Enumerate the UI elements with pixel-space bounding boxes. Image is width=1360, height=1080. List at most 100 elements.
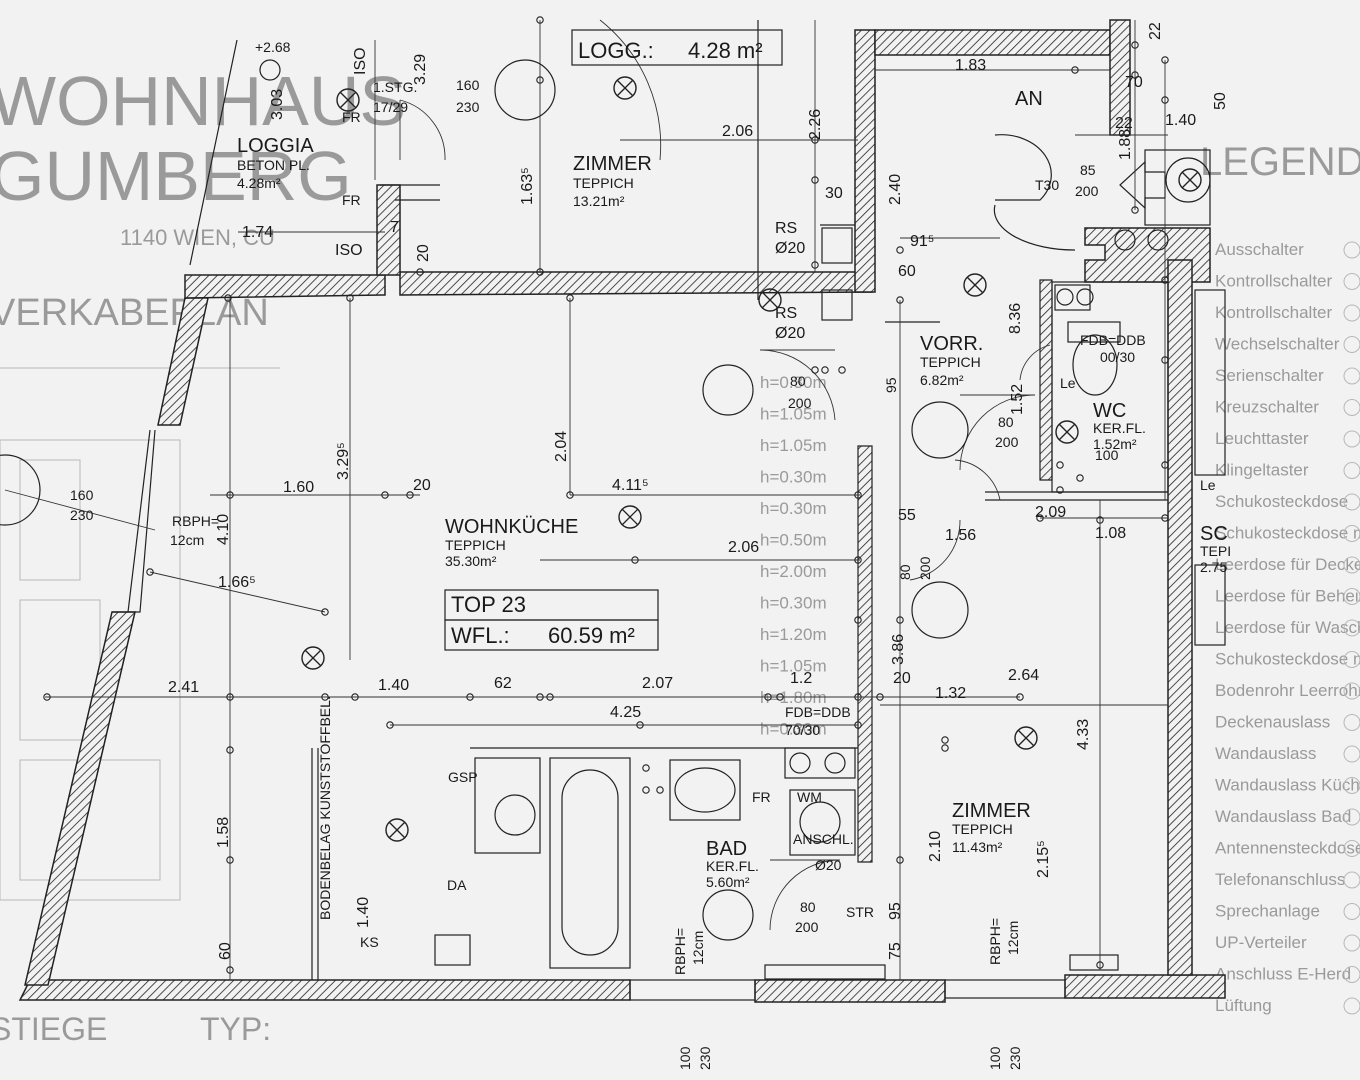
- outlet-dot: [224, 294, 232, 302]
- legend-height: h=0.30m: [760, 720, 827, 739]
- dim: 1.40: [355, 897, 372, 928]
- dim: 8.36: [1007, 303, 1024, 334]
- iso-label-1: ISO: [335, 242, 363, 259]
- legend-item: Lüftung: [1215, 996, 1272, 1015]
- dim: 2.40: [887, 174, 904, 205]
- legend-symbol: [1343, 367, 1360, 385]
- loggia-area: 4.28m²: [237, 175, 281, 191]
- dim: 200: [788, 395, 812, 411]
- outlet-dot: [631, 556, 639, 564]
- le-label-2: Le: [1200, 477, 1216, 493]
- outlet-dot: [1131, 41, 1139, 49]
- legend-item: Wandauslass: [1215, 744, 1316, 763]
- outlet-dot: [346, 294, 354, 302]
- legend-item: Antennensteckdose: [1215, 839, 1360, 858]
- an-name: AN: [1015, 88, 1043, 110]
- dim: 2.64: [1008, 667, 1039, 684]
- legend-height: h=1.05m: [760, 405, 827, 424]
- outlet-dot: [1161, 461, 1169, 469]
- dim: 160: [456, 77, 480, 93]
- room-labels: LOGGIA BETON PL. 4.28m² ZIMMER TEPPICH 1…: [237, 88, 1231, 890]
- outlet-dot: [146, 568, 154, 576]
- logg-value: 4.28 m²: [688, 38, 763, 63]
- outlet-dot: [838, 366, 846, 374]
- legend-height: h=0.50m: [760, 531, 827, 550]
- outlet-dot: [1161, 56, 1169, 64]
- dim: 1.63⁵: [519, 167, 536, 205]
- outlet-dot: [1131, 71, 1139, 79]
- outlet-dot: [416, 268, 424, 276]
- dim: 95: [887, 902, 904, 920]
- legend-item: Kontrollschalter: [1215, 272, 1333, 291]
- dim: 2.06: [722, 123, 753, 140]
- wc-area: 1.52m²: [1093, 436, 1137, 452]
- legend-symbol: [1343, 525, 1360, 542]
- dim: 1.52: [1009, 384, 1026, 415]
- dim: 20: [893, 670, 911, 687]
- legend-symbol: [1343, 997, 1360, 1015]
- dim: 3.29⁵: [335, 442, 352, 480]
- bodenbelag-label: BODENBELAG KUNSTSTOFFBEL.: [317, 696, 333, 920]
- legend-symbol: [1343, 399, 1360, 416]
- dim: 2.10: [927, 831, 944, 862]
- rs-d20-1: Ø20: [775, 240, 805, 257]
- windows: [112, 429, 1066, 1001]
- outlet-dot: [536, 76, 544, 84]
- dim: 70: [1125, 74, 1143, 91]
- legend-height: h=1.05m: [760, 436, 827, 455]
- outlet-dot: [896, 856, 904, 864]
- legend-item: Kontrollschalter: [1215, 303, 1333, 322]
- vorr-floor: TEPPICH: [920, 354, 981, 370]
- dim: 1.74: [242, 224, 273, 241]
- light-fixtures: [301, 76, 1202, 842]
- wohnkueche-floor: TEPPICH: [445, 537, 506, 553]
- interior-lines: [189, 20, 1226, 980]
- wohnkueche-area: 35.30m²: [445, 553, 497, 569]
- walls: [18, 19, 1226, 1003]
- outlet-dot: [1096, 961, 1104, 969]
- dim: 75: [887, 942, 904, 960]
- dim: 80: [998, 414, 1014, 430]
- dim: 55: [898, 507, 916, 524]
- outlet-dot: [854, 693, 862, 701]
- legend-height: h=0.30m: [760, 468, 827, 487]
- anschl-d20: Ø20: [815, 857, 842, 873]
- fdb-label-wc: FDB=DDB: [1080, 332, 1146, 348]
- annotations: +2.68 1.STG. 17/29 ISO FR FR ISO RS Ø20 …: [170, 39, 1216, 975]
- legend-symbol: [1343, 588, 1360, 605]
- ks-label: KS: [360, 934, 379, 950]
- legend-item: Bodenrohr Leerrohr: [1215, 681, 1360, 700]
- outlet-dot: [1161, 514, 1169, 522]
- legend-symbol: [1343, 430, 1360, 448]
- vorr-area: 6.82m²: [920, 372, 964, 388]
- bad-area: 5.60m²: [706, 874, 750, 890]
- da-label: DA: [447, 877, 467, 893]
- legend-height: h=1.20m: [760, 625, 827, 644]
- dim: 200: [1075, 183, 1099, 199]
- dim: 60: [898, 263, 916, 280]
- legend-item: Serienschalter: [1215, 366, 1324, 385]
- outlet-dot: [811, 136, 819, 144]
- title-block: WOHNHAUS GUMBERG 1140 WIEN, CU VERKABEPL…: [0, 62, 406, 1047]
- zimmer1-name: ZIMMER: [573, 153, 652, 175]
- outlet-dot: [566, 491, 574, 499]
- dim: 20: [413, 477, 431, 494]
- outlet-dot: [321, 693, 329, 701]
- outlet-dot: [381, 491, 389, 499]
- dim: 2.26: [807, 109, 824, 140]
- legend-item: Deckenauslass: [1215, 713, 1330, 732]
- ceiling-light-icon: [618, 505, 642, 529]
- sc-name: SC: [1200, 523, 1228, 545]
- dim: 1.83: [955, 57, 986, 74]
- rs-label-1: RS: [775, 220, 797, 237]
- dim: 60: [217, 942, 234, 960]
- legend-symbol: [1343, 808, 1360, 826]
- dim: 62: [494, 675, 512, 692]
- ceiling-light-icon: [1055, 420, 1079, 444]
- outlet-dot: [226, 693, 234, 701]
- dim: 200: [795, 919, 819, 935]
- legend-symbol: [1343, 934, 1360, 952]
- gsp-label: GSP: [448, 769, 478, 785]
- stg-label: 1.STG.: [373, 79, 417, 95]
